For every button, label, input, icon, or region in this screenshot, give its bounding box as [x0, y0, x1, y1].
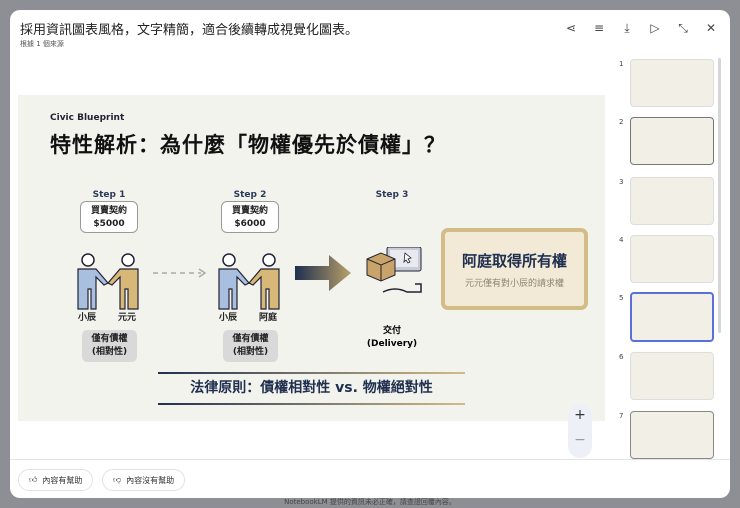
result-note: 元元僅有對小辰的請求權	[464, 279, 564, 289]
result-title: 阿庭取得所有權	[461, 252, 567, 270]
delivery-label: 交付 (Delivery)	[362, 325, 422, 351]
status-note: (相對性)	[91, 347, 128, 357]
contract-bubble-2: 買賣契約 $6000	[221, 201, 279, 233]
contract-label: 買賣契約	[231, 206, 268, 216]
close-icon[interactable]: ✕	[705, 21, 717, 35]
thumbs-down-icon: 👎︎	[113, 475, 122, 484]
party-name: 元元	[118, 313, 137, 323]
dashed-arrow-icon	[153, 268, 207, 278]
not-helpful-button[interactable]: 👎︎ 內容沒有幫助	[102, 469, 186, 491]
slide-thumbnail[interactable]	[630, 411, 714, 459]
slide-thumbnail[interactable]	[630, 352, 714, 400]
thumbnail-number: 1	[619, 60, 624, 68]
slide-title: 特性解析：為什麼「物權優先於債權」？	[50, 133, 446, 157]
status-box-2: 僅有債權 (相對性)	[223, 330, 278, 362]
zoom-in-button[interactable]: +	[574, 407, 586, 423]
divider	[10, 459, 730, 460]
thumbnail-number: 6	[619, 353, 624, 361]
contract-bubble-1: 買賣契約 $5000	[80, 201, 138, 233]
thumbs-up-icon: 👍︎	[29, 475, 38, 484]
disclaimer: NotebookLM 提供的資訊未必正確，請查證回覆內容。	[284, 498, 456, 506]
status-label: 僅有債權	[232, 334, 269, 344]
edit-icon[interactable]: ≡	[593, 21, 605, 35]
download-icon[interactable]: ⤓	[624, 21, 630, 35]
zoom-out-button[interactable]: −	[574, 432, 586, 448]
source-count: 根據 1 個來源	[20, 40, 64, 48]
party-name: 小辰	[219, 313, 238, 323]
step-2-label: Step 2	[233, 190, 267, 200]
not-helpful-label: 內容沒有幫助	[126, 475, 175, 485]
handshake-icon	[77, 253, 139, 310]
zoom-control: + −	[568, 403, 592, 458]
slide-canvas: Civic Blueprint 特性解析：為什麼「物權優先於債權」？ Step …	[18, 95, 605, 421]
status-box-1: 僅有債權 (相對性)	[82, 330, 137, 362]
thumbnail-number: 7	[619, 412, 624, 420]
share-icon[interactable]: ⋖	[565, 21, 577, 35]
handshake-icon	[218, 253, 280, 310]
toolbar: ⋖ ≡ ⤓ ▷ ⤡ ✕	[564, 21, 718, 36]
thumbnail-number: 3	[619, 178, 624, 186]
slide-thumbnail-selected[interactable]	[630, 292, 714, 342]
slide-brand: Civic Blueprint	[50, 113, 125, 123]
thumbnail-scrollbar[interactable]	[718, 58, 721, 333]
slide-thumbnail[interactable]	[630, 177, 714, 225]
action-label-en: (Delivery)	[366, 339, 418, 349]
contract-price: $6000	[234, 219, 266, 229]
dialog-title: 採用資訊圖表風格，文字精簡，適合後續轉成視覺化圖表。	[20, 23, 359, 38]
helpful-button[interactable]: 👍︎ 內容有幫助	[18, 469, 94, 491]
slide-thumbnail[interactable]	[630, 117, 714, 165]
play-icon[interactable]: ▷	[650, 21, 660, 35]
step-3-label: Step 3	[375, 190, 409, 200]
result-box: 阿庭取得所有權 元元僅有對小辰的請求權	[441, 228, 588, 310]
collapse-icon[interactable]: ⤡	[678, 21, 688, 35]
arrow-right-icon	[295, 255, 351, 291]
step-1-label: Step 1	[92, 190, 126, 200]
thumbnail-number: 2	[619, 118, 624, 126]
contract-price: $5000	[93, 219, 125, 229]
thumbnail-number: 5	[619, 294, 624, 302]
party-name: 小辰	[78, 313, 97, 323]
delivery-icon	[366, 247, 422, 293]
slide-viewer-dialog: 採用資訊圖表風格，文字精簡，適合後續轉成視覺化圖表。 根據 1 個來源 ⋖ ≡ …	[10, 10, 730, 498]
party-name: 阿庭	[259, 313, 278, 323]
helpful-label: 內容有幫助	[42, 475, 83, 485]
slide-thumbnail[interactable]	[630, 235, 714, 283]
thumbnail-number: 4	[619, 236, 624, 244]
contract-label: 買賣契約	[90, 206, 127, 216]
action-label: 交付	[382, 326, 401, 336]
slide-thumbnail[interactable]	[630, 59, 714, 107]
legal-principle: 法律原則：債權相對性 vs. 物權絕對性	[158, 372, 465, 405]
status-note: (相對性)	[232, 347, 269, 357]
status-label: 僅有債權	[91, 334, 128, 344]
